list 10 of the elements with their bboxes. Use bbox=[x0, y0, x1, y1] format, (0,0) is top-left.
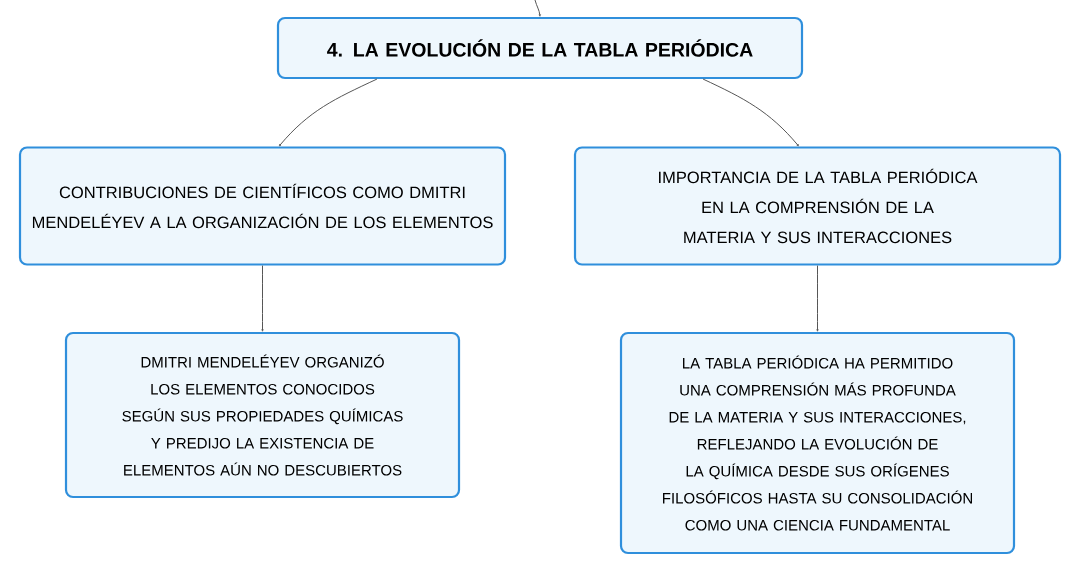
connector-arrow bbox=[534, 0, 541, 17]
title-box: 4. LA EVOLUCIÓN DE LA TABLA PERIÓDICA bbox=[276, 16, 804, 80]
topic-box: CONTRIBUCIONES DE CIENTÍFICOS COMO DMITRI MENDELÉYEV A LA ORGANIZACIÓN DE LOS ELEMENTOS bbox=[18, 146, 507, 266]
connector-arrow bbox=[816, 265, 819, 332]
topic-box: IMPORTANCIA DE LA TABLA PERIÓDICA EN LA COMPRENSIÓN DE LA MATERIA Y SUS INTERACCIONES bbox=[573, 146, 1062, 266]
connector-arrow bbox=[279, 78, 378, 147]
connector-arrow bbox=[702, 78, 799, 147]
topic-box: LA TABLA PERIÓDICA HA PERMITIDO UNA COMPRENSIÓN MÁS PROFUNDA DE LA MATERIA Y SUS INTERACCIONES, REFLEJANDO LA EVOLUCIÓN DE LA QUÍMICA DESDE SUS ORÍGENES FILOSÓFICOS HASTA SU CONSOLIDACIÓN COMO UNA CIENCIA FUNDAMENTAL bbox=[619, 331, 1016, 555]
connector-arrow bbox=[261, 265, 264, 332]
topic-box: DMITRI MENDELÉYEV ORGANIZÓ LOS ELEMENTOS CONOCIDOS SEGÚN SUS PROPIEDADES QUÍMICAS Y PREDIJO LA EXISTENCIA DE ELEMENTOS AÚN NO DESCUBIERTOS bbox=[64, 331, 461, 499]
